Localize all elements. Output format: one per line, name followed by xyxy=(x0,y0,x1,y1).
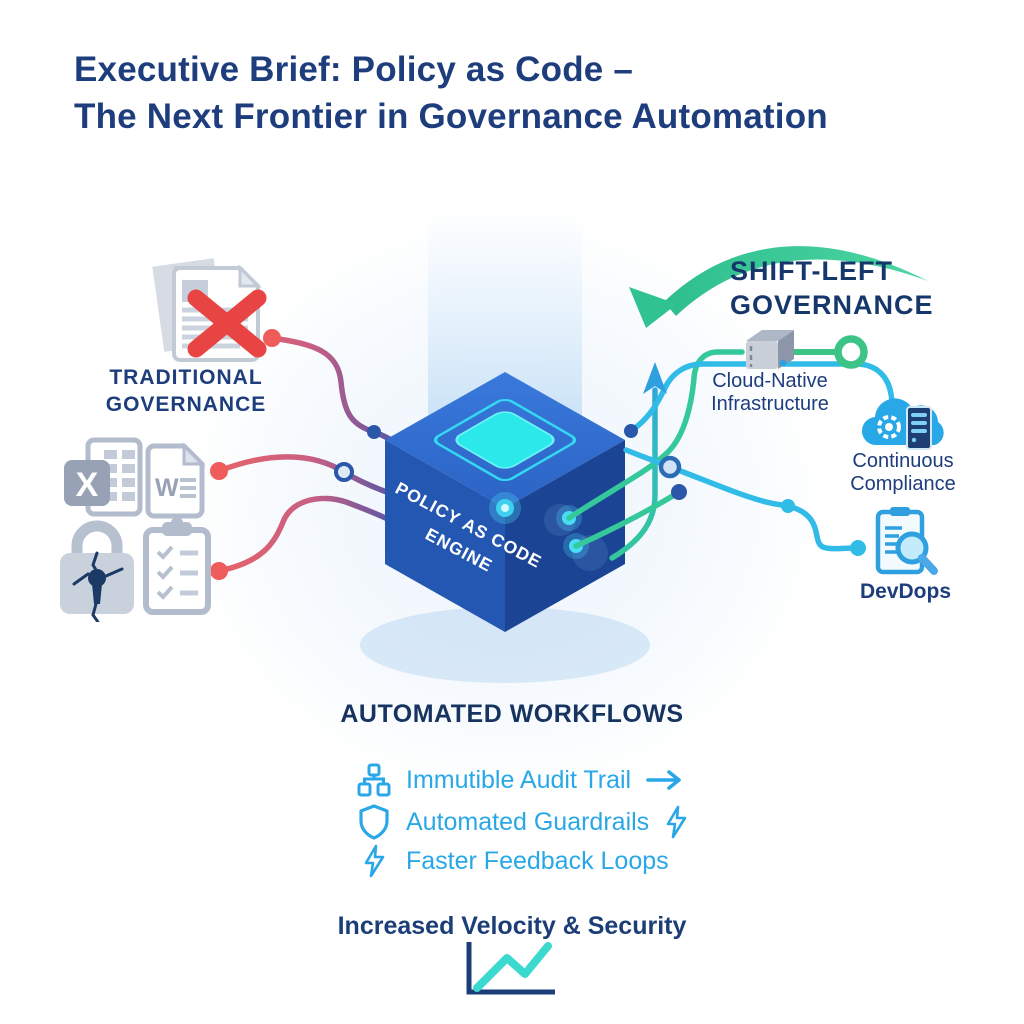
shield-icon xyxy=(356,804,392,840)
documents-rejected-icon xyxy=(152,258,267,362)
cloud-gear-server-icon xyxy=(861,398,944,450)
devops-label: DevDops xyxy=(859,580,952,603)
circuit-nodes xyxy=(624,424,866,556)
excel-letter: X xyxy=(76,466,99,504)
legacy-connector-nodes xyxy=(210,329,381,580)
arrow-right-icon xyxy=(645,769,685,791)
green-ring-icon xyxy=(834,335,868,369)
page-title: Executive Brief: Policy as Code – The Ne… xyxy=(74,46,828,140)
broken-lock-icon xyxy=(60,520,134,622)
workflow-item-label: Automated Guardrails xyxy=(406,807,650,836)
traditional-governance-label: TRADITIONAL GOVERNANCE xyxy=(105,366,267,416)
up-arrow-icon xyxy=(643,362,667,394)
workflow-item-label: Faster Feedback Loops xyxy=(406,846,669,875)
policy-engine-cube: POLICY AS CODE ENGINE xyxy=(385,372,625,632)
workflow-item-guardrails: Automated Guardrails xyxy=(356,804,689,840)
shift-left-arrow-icon xyxy=(629,246,928,328)
workflow-item-label: Immutible Audit Trail xyxy=(406,765,632,794)
title-line-2: The Next Frontier in Governance Automati… xyxy=(74,97,828,136)
shift-left-governance-label: SHIFT-LEFT GOVERNANCE xyxy=(730,256,934,320)
automated-workflows-heading: AUTOMATED WORKFLOWS xyxy=(340,700,684,728)
word-letter: W xyxy=(155,474,179,502)
workflow-item-audit-trail: Immutible Audit Trail xyxy=(356,763,685,797)
increased-velocity-label: Increased Velocity & Security xyxy=(337,912,687,940)
sitemap-icon xyxy=(356,763,392,797)
workflow-item-feedback-loops: Faster Feedback Loops xyxy=(356,844,669,878)
word-file-icon: W xyxy=(145,442,206,519)
cloud-native-infrastructure-label: Cloud-Native Infrastructure xyxy=(711,370,829,415)
red-x-mark xyxy=(187,289,267,358)
lightning-icon xyxy=(663,805,689,839)
excel-file-icon: X xyxy=(64,437,143,517)
container-icon xyxy=(746,330,794,369)
lightning-icon xyxy=(356,844,392,878)
growth-chart-icon xyxy=(466,942,555,995)
audit-magnifier-icon xyxy=(875,507,938,575)
checklist-icon xyxy=(143,517,211,615)
title-line-1: Executive Brief: Policy as Code – xyxy=(74,50,634,89)
continuous-compliance-label: Continuous Compliance xyxy=(850,450,956,495)
